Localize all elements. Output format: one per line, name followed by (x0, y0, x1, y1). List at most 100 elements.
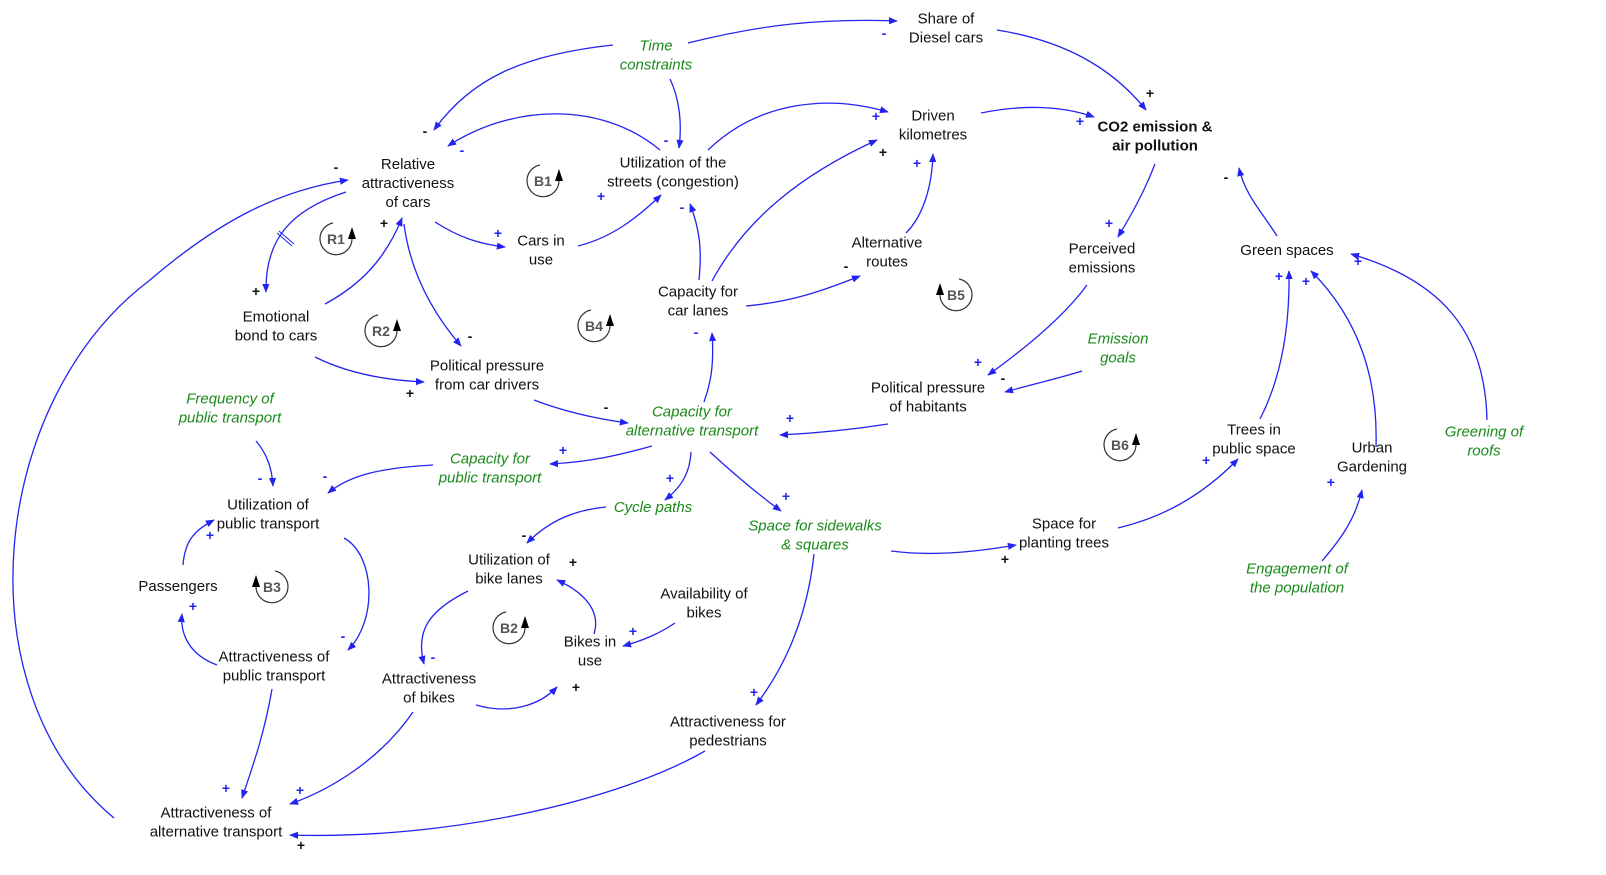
link-pol-drivers-to-cap-alt: - (533, 399, 629, 426)
delay-mark (276, 230, 295, 247)
link-util-pt-to-attr-pt: - (341, 537, 370, 651)
link-arrow (289, 711, 414, 805)
polarity-sign: + (206, 527, 214, 543)
polarity-sign: + (1302, 273, 1310, 289)
variable-label: pedestrians (689, 733, 767, 750)
link-attr-ped-to-attr-alt: + (289, 750, 706, 853)
link-arrow (434, 221, 506, 250)
loop-label: B1 (534, 173, 552, 189)
link-sidewalks-to-attr-ped: + (750, 553, 815, 706)
variable-label: Space for (1032, 516, 1096, 533)
link-attr-bikes-to-attr-alt: + (289, 711, 414, 805)
variable-co2[interactable]: CO2 emission &air pollution (1097, 119, 1212, 155)
link-arrow (890, 542, 1017, 555)
variable-label: Emission (1088, 331, 1149, 348)
loop-arrow-icon (319, 222, 353, 256)
variable-label: streets (congestion) (607, 174, 739, 191)
variable-label: Emotional (243, 309, 310, 326)
loop-arrowhead-icon (1132, 433, 1140, 445)
variable-label: Urban (1352, 440, 1393, 457)
variable-green[interactable]: Green spaces (1240, 242, 1333, 259)
variable-sidewalks[interactable]: Space for sidewalks& squares (748, 518, 882, 554)
variable-cycle[interactable]: Cycle paths (614, 499, 693, 516)
polarity-sign: + (786, 410, 794, 426)
loop-r2: R2 (364, 314, 401, 348)
variable-label: public transport (438, 470, 542, 487)
link-diesel-to-co2: + (996, 29, 1154, 111)
variable-attr-ped[interactable]: Attractiveness for pedestrians (670, 714, 786, 750)
variable-label: car lanes (668, 303, 729, 320)
link-arrow (182, 519, 215, 566)
link-time-to-util-streets: - (664, 78, 684, 149)
link-arrow (980, 106, 1095, 118)
loop-b3: B3 (252, 570, 289, 604)
variable-cap-pt[interactable]: Capacity for public transport (438, 451, 542, 487)
variable-label: use (529, 252, 553, 269)
link-arrow (1004, 370, 1083, 394)
variable-label: Time (639, 38, 672, 55)
link-attr-bikes-to-bikes-use: + (475, 679, 580, 710)
loop-arrow-icon (364, 314, 398, 348)
variable-label: Bikes in (564, 634, 617, 651)
link-arrow (577, 194, 662, 247)
link-arrow (669, 78, 684, 149)
variable-passengers[interactable]: Passengers (138, 578, 217, 595)
variable-label: Political pressure (430, 358, 544, 375)
link-util-streets-to-driven: + (707, 102, 889, 151)
loop-arrow-icon (526, 164, 560, 198)
loop-label: R1 (327, 231, 345, 247)
link-arrow (447, 113, 661, 151)
loop-label: B4 (585, 318, 603, 334)
link-perceived-to-pol-hab: + (974, 284, 1088, 376)
variable-label: Attractiveness for (670, 714, 786, 731)
link-arrow (403, 223, 462, 347)
link-arrow (556, 579, 597, 635)
loop-b2: B2 (492, 611, 529, 645)
link-greening-to-green: + (1350, 252, 1488, 421)
variable-label: Engagement of (1246, 561, 1350, 578)
variable-label: Passengers (138, 578, 217, 595)
link-arrow (689, 203, 701, 281)
link-alt-routes-to-driven: + (905, 153, 937, 234)
polarity-sign: - (522, 527, 527, 543)
link-arrow (289, 750, 706, 839)
polarity-sign: + (879, 144, 887, 160)
link-arrow (1117, 458, 1239, 529)
link-time-to-relcars: - (423, 44, 614, 139)
variable-label: Capacity for (450, 451, 531, 468)
link-arrow (1259, 270, 1293, 420)
link-relcars-to-emotional: + (252, 191, 347, 299)
loop-arrowhead-icon (555, 169, 563, 181)
loop-arrow-icon (1103, 428, 1137, 462)
variable-label: Capacity for (658, 284, 738, 301)
variable-cap-car[interactable]: Capacity for car lanes (658, 284, 738, 320)
